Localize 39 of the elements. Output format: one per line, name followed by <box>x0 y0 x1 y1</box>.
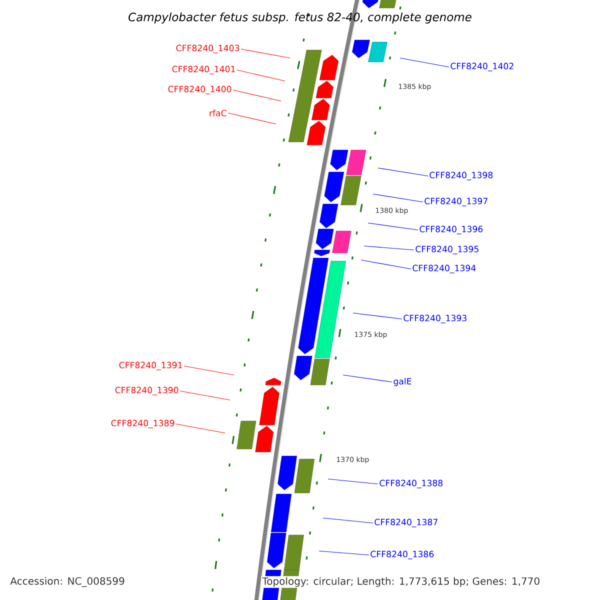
leader-line <box>184 366 234 376</box>
title: Campylobacter fetus subsp. fetus 82-40, complete genome <box>128 12 472 24</box>
leader-line <box>372 194 424 202</box>
leader-line <box>232 90 282 102</box>
gene-label: CFF8240_1394 <box>412 264 476 274</box>
gene-label: CFF8240_1401 <box>172 66 235 74</box>
leader-line <box>328 478 378 484</box>
leader-line <box>378 168 428 176</box>
gene-label: CFF8240_1395 <box>416 246 478 254</box>
leader-line <box>368 222 418 230</box>
leader-line <box>360 260 412 270</box>
leader-line <box>400 58 450 68</box>
leader-line <box>352 312 402 320</box>
leader-line <box>180 390 230 400</box>
gene-label: CFF8240_1393 <box>404 314 466 324</box>
accession-note: Accession: NC_008599 <box>10 577 124 587</box>
leader-line <box>318 550 370 556</box>
leader-line <box>364 246 414 250</box>
leader-line <box>322 518 374 524</box>
leader-line <box>176 424 226 434</box>
gene-label: rfaC <box>210 110 226 116</box>
gene-label: CFF8240_1387 <box>374 518 438 528</box>
gene-label: CFF8240_1391 <box>119 362 182 370</box>
gene-label: CFF8240_1400 <box>168 86 232 94</box>
leader-line <box>342 374 392 382</box>
gene-label: CFF8240_1396 <box>420 226 483 234</box>
gene-label: CFF8240_1386 <box>370 550 434 560</box>
topology-note: Topology: circular; Length: 1,773,615 bp; Genes: 1,770 <box>261 576 542 588</box>
gene-label: CFF8240_1389 <box>111 420 174 428</box>
gene-label: galE <box>394 378 412 386</box>
gene-label: CFF8240_1390 <box>115 386 178 396</box>
gene-label: CFF8240_1402 <box>450 62 514 72</box>
gene-label: CFF8240_1403 <box>176 44 240 54</box>
leader-line <box>228 112 276 124</box>
gene-label: CFF8240_1397 <box>424 198 488 206</box>
leader-line <box>236 70 286 82</box>
gene-label: CFF8240_1398 <box>430 172 493 180</box>
gene-label: CFF8240_1388 <box>380 480 443 488</box>
leader-line <box>240 48 290 58</box>
